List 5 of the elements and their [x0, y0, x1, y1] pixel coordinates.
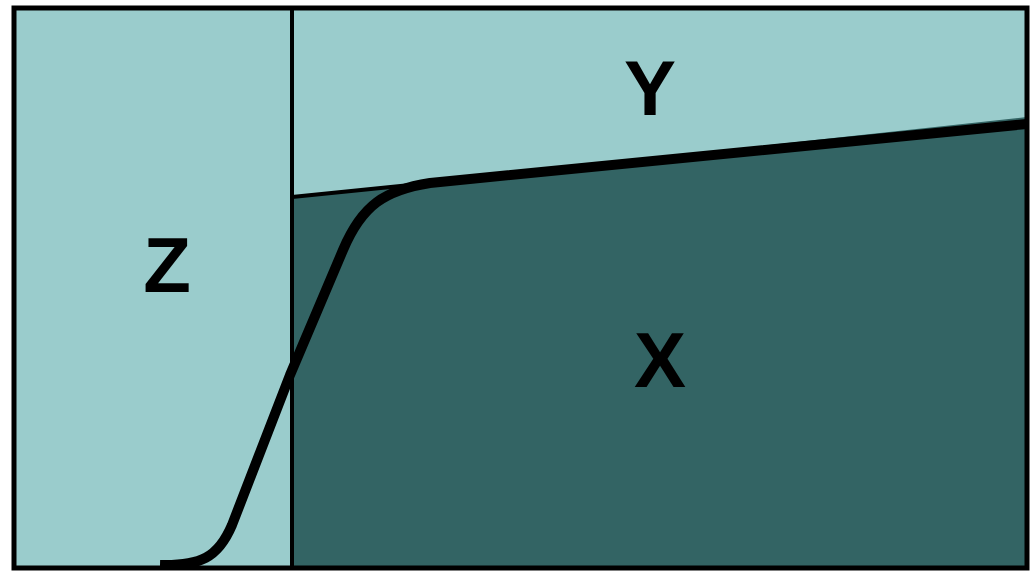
region	[292, 8, 1027, 197]
region	[14, 8, 292, 568]
region-label: Y	[624, 49, 676, 127]
region-label: X	[634, 321, 686, 399]
region-label: Z	[143, 226, 191, 304]
